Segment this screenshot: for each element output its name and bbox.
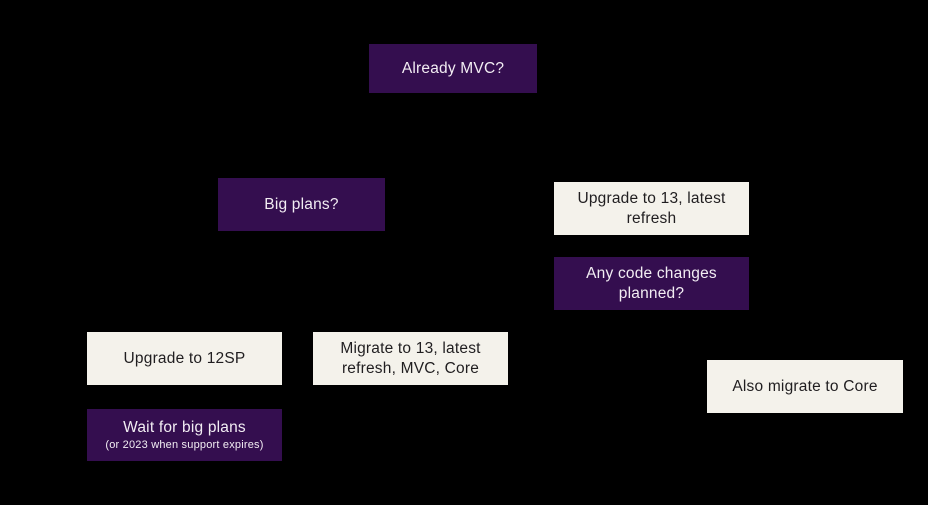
node-label: Wait for big plans: [123, 419, 246, 437]
node-upgrade-to-13: Upgrade to 13, latest refresh: [554, 182, 749, 235]
node-wait-for-big-plans: Wait for big plans (or 2023 when support…: [87, 409, 282, 461]
node-label: Upgrade to 13, latest refresh: [577, 190, 726, 227]
node-label: Upgrade to 12SP: [123, 349, 246, 367]
node-upgrade-to-12sp: Upgrade to 12SP: [87, 332, 282, 385]
node-big-plans: Big plans?: [218, 178, 385, 231]
node-also-migrate-to-core: Also migrate to Core: [707, 360, 903, 413]
node-label: Big plans?: [264, 195, 339, 213]
node-already-mvc: Already MVC?: [369, 44, 537, 93]
node-label: Already MVC?: [401, 59, 505, 77]
node-any-code-changes: Any code changes planned?: [554, 257, 749, 310]
node-migrate-to-13: Migrate to 13, latest refresh, MVC, Core: [313, 332, 508, 385]
node-label: Also migrate to Core: [732, 377, 878, 395]
node-label: Any code changes planned?: [586, 265, 717, 302]
node-label: Migrate to 13, latest refresh, MVC, Core: [340, 340, 481, 377]
node-sublabel: (or 2023 when support expires): [105, 438, 264, 451]
